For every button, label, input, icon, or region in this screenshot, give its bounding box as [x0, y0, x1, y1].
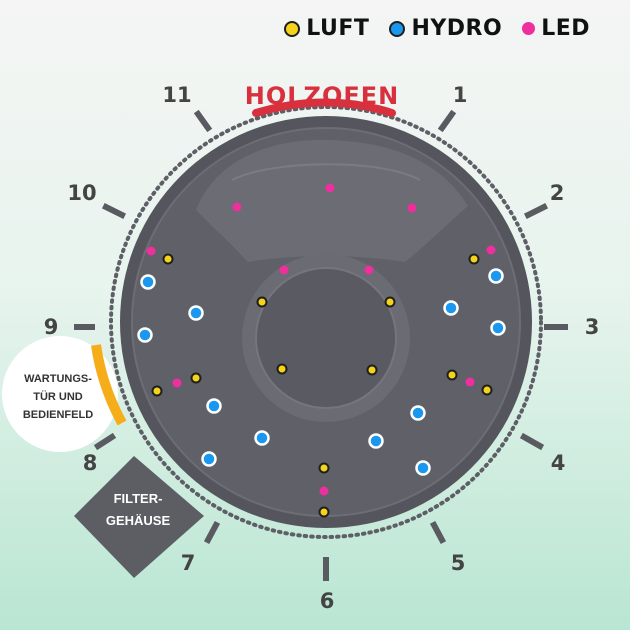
tick-8 [93, 432, 117, 451]
holzofen-label: HOLZOFEN [245, 82, 399, 110]
legend-item-hydro: HYDRO [389, 16, 502, 41]
tick-5 [429, 520, 447, 545]
legend-item-led: LED [522, 16, 590, 41]
jet-dots [137, 183, 506, 518]
hydro-jet-dot [188, 305, 204, 321]
clock-number-9: 9 [44, 315, 59, 339]
led-dot [364, 265, 374, 275]
hydro-jet-dot [368, 433, 384, 449]
hydro-jet-dot [415, 460, 431, 476]
luft-jet-dot [256, 296, 268, 308]
luft-jet-dot [318, 506, 330, 518]
luft-jet-dot [276, 363, 288, 375]
service-door-marker [91, 344, 127, 426]
clock-ticks [74, 109, 568, 581]
footwell [256, 268, 396, 408]
hydro-jet-dot [410, 405, 426, 421]
clock-number-4: 4 [551, 451, 566, 475]
tub-outer-rim [109, 105, 543, 539]
wartung-label-background [2, 336, 118, 452]
tick-2 [523, 202, 549, 220]
luft-jet-dot [366, 364, 378, 376]
clock-number-3: 3 [585, 315, 600, 339]
footwell-edge [255, 267, 397, 409]
wartung-label-line-3: BEDIENFELD [23, 409, 93, 421]
luft-dot-icon [284, 20, 301, 37]
led-dot [319, 486, 329, 496]
clock-number-11: 11 [162, 83, 191, 107]
clock-number-8: 8 [83, 451, 98, 475]
led-dot [279, 265, 289, 275]
clock-number-2: 2 [550, 181, 565, 205]
tick-4 [519, 432, 545, 451]
tick-1 [437, 109, 457, 133]
clock-number-5: 5 [451, 551, 466, 575]
clock-number-1: 1 [453, 83, 468, 107]
led-dot [232, 202, 242, 212]
clock-number-6: 6 [320, 589, 335, 613]
legend-item-luft: LUFT [284, 16, 369, 41]
hydro-jet-dot [206, 398, 222, 414]
hydro-jet-dot [488, 268, 504, 284]
luft-jet-dot [151, 385, 163, 397]
filter-label-line-2: GEHÄUSE [106, 513, 171, 528]
led-dot [465, 377, 475, 387]
legend-label-led: LED [541, 16, 590, 41]
luft-jet-dot [190, 372, 202, 384]
led-dot-icon [522, 22, 536, 35]
seat-contour [231, 163, 421, 181]
luft-jet-dot [446, 369, 458, 381]
hydro-jet-dot [137, 327, 153, 343]
filter-label-line-1: FILTER- [114, 491, 163, 506]
wartung-label-line-1: WARTUNGS- [24, 373, 92, 385]
led-dot [407, 203, 417, 213]
hydro-jet-dot [490, 320, 506, 336]
filter-housing [74, 456, 204, 578]
legend-label-hydro: HYDRO [411, 16, 503, 41]
hydro-jet-dot [254, 430, 270, 446]
luft-jet-dot [481, 384, 493, 396]
legend: LUFT HYDRO LED [284, 16, 590, 41]
holzofen-marker [252, 98, 396, 117]
luft-jet-dot [384, 296, 396, 308]
hydro-jet-dot [201, 451, 217, 467]
luft-jet-dot [468, 253, 480, 265]
luft-jet-dot [162, 253, 174, 265]
tick-11 [193, 109, 213, 133]
tick-7 [203, 520, 221, 545]
clock-number-7: 7 [181, 551, 196, 575]
led-dot [172, 378, 182, 388]
clock-number-10: 10 [67, 181, 96, 205]
led-dot [486, 245, 496, 255]
wartung-label-line-2: TÜR UND [33, 390, 83, 403]
tick-10 [101, 202, 127, 220]
led-dot [325, 183, 335, 193]
hydro-dot-icon [389, 20, 406, 37]
led-dot [146, 246, 156, 256]
hydro-jet-dot [443, 300, 459, 316]
legend-label-luft: LUFT [306, 16, 370, 41]
hydro-jet-dot [140, 274, 156, 290]
luft-jet-dot [318, 462, 330, 474]
